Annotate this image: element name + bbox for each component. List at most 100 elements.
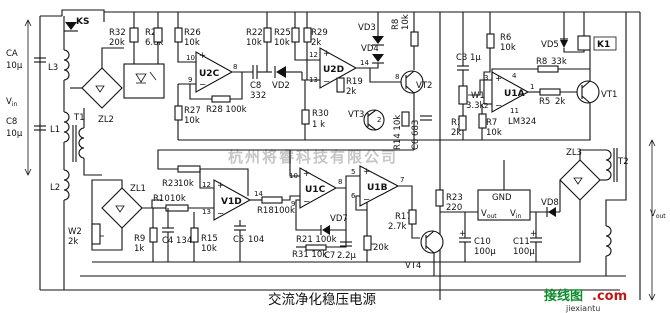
lm324-label: LM324: [508, 117, 536, 127]
r29-value: 2k: [311, 38, 321, 48]
k1-label-box: [593, 36, 617, 51]
v1d-plus-wire: [199, 169, 214, 189]
r23b-resistor: [435, 189, 444, 207]
r23a-label: R23: [162, 179, 179, 189]
u2d-pin-p: 12: [309, 51, 318, 59]
u2c-pin-p: 10: [186, 54, 195, 62]
l1-coil: [63, 111, 70, 143]
r21-right-wire: [326, 230, 347, 248]
u2c-minus: −: [199, 80, 206, 90]
r15-resistor: [190, 227, 199, 243]
vin-arrow-head-top: [24, 19, 32, 27]
u2d-out-to-vt2-wire: [356, 67, 401, 83]
v1d-pin-n: 13: [202, 208, 211, 216]
r19-value: 2k: [346, 87, 356, 97]
r26-resistor: [174, 27, 183, 43]
c8-label: C8: [250, 81, 261, 91]
regulator-vin-label: Vin: [510, 209, 521, 220]
r23b-label: R23: [446, 193, 463, 203]
vd4-label: VD4: [361, 44, 379, 54]
r22-label: R22: [246, 28, 263, 38]
r26-value: 10k: [184, 38, 200, 48]
r30-resistor: [301, 109, 310, 125]
r31-label: R31 10k: [292, 250, 327, 260]
r26-label: R26: [184, 28, 201, 38]
u1a-plus: +: [495, 74, 502, 84]
site-logo: 接线图 .com jiexiantu: [544, 288, 627, 313]
u1b-inv-wire: [355, 195, 367, 211]
vout-arrow-head-bottom: [648, 293, 656, 301]
r23b-value: 220: [446, 203, 462, 213]
logo-suffix-text: .com: [592, 289, 627, 304]
u1b-plus: +: [363, 167, 370, 177]
c5-value: 104: [248, 235, 264, 245]
w1-to-u1a-wire: [471, 79, 492, 96]
r8-left-wire: [491, 68, 538, 80]
u1c-to-u1b-wire: [336, 175, 360, 189]
bottom-input-wire: [40, 268, 65, 291]
c8-input-value: 10μ: [6, 129, 23, 139]
u1b-pin-p: 5: [351, 168, 355, 176]
r6-resistor: [486, 33, 495, 49]
vt3-label: VT3: [348, 110, 364, 120]
u1a-pin-v: 4: [512, 72, 517, 80]
vt3-emitter: [367, 123, 377, 131]
u2c-opamp: [195, 51, 234, 93]
vd2-diode: [276, 66, 286, 78]
w1-potentiometer: [458, 85, 468, 105]
r20-label: R20: [145, 28, 162, 38]
u1a-pin-g: 11: [510, 107, 519, 115]
vd5-label: VD5: [541, 40, 559, 50]
r8-label: R8: [536, 57, 547, 67]
r8-value: 33k: [551, 57, 567, 67]
r25-bottom-wire: [294, 42, 320, 61]
t1-label: T1: [73, 113, 85, 123]
r32-resistor: [129, 27, 139, 43]
r8-resistor: [537, 65, 559, 73]
r5-value: 2k: [555, 97, 565, 107]
zl1-diode-mark: [115, 205, 125, 213]
ca-label: CA: [6, 49, 18, 59]
r25-label: R25: [274, 28, 291, 38]
w2-label: W2: [68, 227, 82, 237]
u1b-pin-o: 7: [400, 176, 404, 184]
v1d-plus: +: [217, 181, 224, 191]
r23a-left-wire: [157, 158, 178, 170]
r9-value: 1k: [134, 244, 144, 254]
c3-label: C3: [456, 53, 467, 63]
w2-value: 2k: [68, 237, 78, 247]
u1b-minus: −: [363, 195, 370, 205]
r1-value: 2k: [451, 128, 461, 138]
w1-value: 3.3k: [466, 101, 485, 111]
vd3-diode: [372, 36, 384, 44]
r18-out-wire: [282, 195, 300, 201]
ks-wire: [61, 9, 105, 22]
zl3-bridge: [559, 159, 601, 201]
u2c-pin-n: 9: [188, 76, 192, 84]
vd7-label: VD7: [330, 214, 348, 224]
v1d-minus: −: [217, 209, 224, 219]
zl3-diode-mark: [573, 177, 583, 185]
c6-label: C6 683: [411, 120, 421, 150]
r14-resistor: [401, 111, 410, 127]
watermark-text: 杭州将睿科技有限公司: [228, 148, 398, 166]
optocoupler-light-arrow: [149, 71, 157, 81]
vd7-diode: [322, 225, 330, 235]
c8-value: 332: [250, 91, 266, 101]
lower-control-section: R23 10k ZL1 W2 2k R10 10k R9 1k C4 134: [64, 149, 626, 291]
r9-resistor: [149, 227, 158, 243]
r20b-resistor: [363, 235, 372, 251]
zl3-top-wire: [579, 149, 606, 160]
vt4-emitter: [425, 245, 435, 254]
vt2-emitter: [405, 85, 415, 94]
u2d-pin-o: 14: [360, 59, 369, 67]
c11-value: 100μ: [513, 247, 535, 257]
vout-label: Vout: [650, 209, 666, 220]
c11-label: C11: [513, 237, 530, 247]
r17-value: 2.7k: [388, 222, 407, 232]
r22-resistor: [263, 27, 272, 43]
vd5-diode: [560, 40, 568, 48]
vd4-diode: [372, 54, 384, 62]
r7-resistor: [478, 113, 487, 129]
vt1-transistor: [576, 80, 600, 104]
